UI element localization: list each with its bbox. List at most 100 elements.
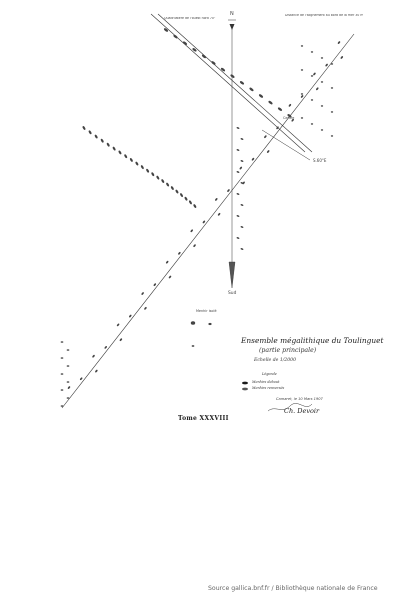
menhir-marker [240,182,244,184]
menhir-marker [211,61,216,65]
meridian-arrow-top [229,24,235,30]
menhir-marker [191,345,195,347]
menhir-marker [184,196,188,201]
menhir-marker [135,161,139,166]
menhir-marker [106,142,110,147]
menhir-marker [240,138,244,140]
diagram-scale: Echelle de 1/2000 [254,358,297,363]
menhir-marker [119,338,123,342]
menhir-marker [258,94,264,98]
menhir-marker [165,260,169,264]
menhir-marker [310,123,314,125]
menhir-marker [170,186,174,190]
menhir-marker [268,100,273,105]
menhir-marker [287,114,292,118]
top-note-right: Distance de l'alignement au bord de la m… [285,14,363,17]
menhir-marker [310,75,314,77]
menhir-marker [66,397,70,399]
menhir-marker [175,189,179,194]
source-footer: Source gallica.bnf.fr / Bibliothèque nat… [208,585,378,592]
menhir-marker [208,322,212,326]
menhir-marker [239,166,243,170]
menhir-marker [310,51,314,53]
menhir-marker [161,179,165,183]
menhir-marker [220,67,226,72]
menhir-marker [330,87,334,89]
menhir-marker [277,107,283,111]
menhir-marker [330,63,334,65]
menhir-marker [124,154,128,159]
menhir-marker [193,204,197,209]
menhir-marker [330,111,334,113]
menhir-marker [79,377,83,381]
menhir-marker [129,314,132,318]
center-note: Centre [283,116,295,120]
menhir-marker [316,87,319,91]
menhir-marker [146,168,150,173]
legend-label-standing: Menhirs debout [252,380,280,384]
menhir-marker [300,93,304,95]
menhir-marker [310,99,314,101]
menhir-marker [320,81,324,83]
menhir-marker [151,172,155,177]
menhir-marker [82,126,86,130]
menhir-marker [320,105,324,107]
meridian-arrow-bottom [228,261,236,289]
menhir-marker [141,292,144,295]
diagram-subtitle: (partie principale) [259,347,317,354]
menhir-marker [217,212,221,216]
signature-flourish [267,403,313,412]
diagram-title: Ensemble mégalithique du Toulinguet [241,336,384,345]
menhir-marker [60,373,64,375]
menhir-marker [166,182,170,187]
stone-note: Menhir isolé [196,309,217,313]
menhir-marker [140,165,144,170]
menhir-marker [66,365,70,367]
menhir-marker [300,117,304,119]
menhir-marker [227,189,230,192]
menhir-marker [240,204,244,206]
menhir-marker [236,215,240,217]
menhir-marker [67,386,71,389]
signature-date: Camaret, le 10 Mars 1907 [276,397,323,401]
menhir-marker [337,41,341,44]
menhir-marker [320,129,324,131]
menhir-marker [236,171,240,173]
menhir-marker [291,118,294,122]
menhir-marker [325,63,328,67]
direction-line [261,129,311,161]
menhir-marker [264,135,267,139]
menhir-marker [236,237,240,239]
menhir-marker [193,244,196,248]
compass-north-label: N [230,11,234,17]
menhir-marker [168,275,172,279]
menhir-marker [92,354,95,358]
menhir-marker [178,251,181,255]
menhir-marker [300,95,304,98]
menhir-marker [201,54,207,59]
legend-swatch-fallen [242,387,248,391]
menhir-marker [190,321,196,325]
menhir-marker [266,150,270,153]
menhir-marker [236,193,240,195]
direction-label: S.60°E [313,158,327,163]
menhir-marker [300,45,304,47]
menhir-marker [60,405,64,407]
menhir-marker [215,198,218,201]
tome-label: Tome XXXVIII [178,415,229,422]
menhir-marker [60,389,64,391]
menhir-marker [129,158,133,162]
menhir-marker [66,349,70,351]
legend-label-fallen: Menhirs renversés [252,386,285,390]
menhir-marker [236,149,240,151]
menhir-marker [202,220,206,224]
menhir-marker [95,369,98,373]
menhir-marker [313,72,316,76]
menhir-marker [116,323,120,327]
menhir-marker [118,150,122,155]
menhir-marker [88,130,92,135]
menhir-marker [153,283,157,287]
menhir-marker [240,226,244,228]
